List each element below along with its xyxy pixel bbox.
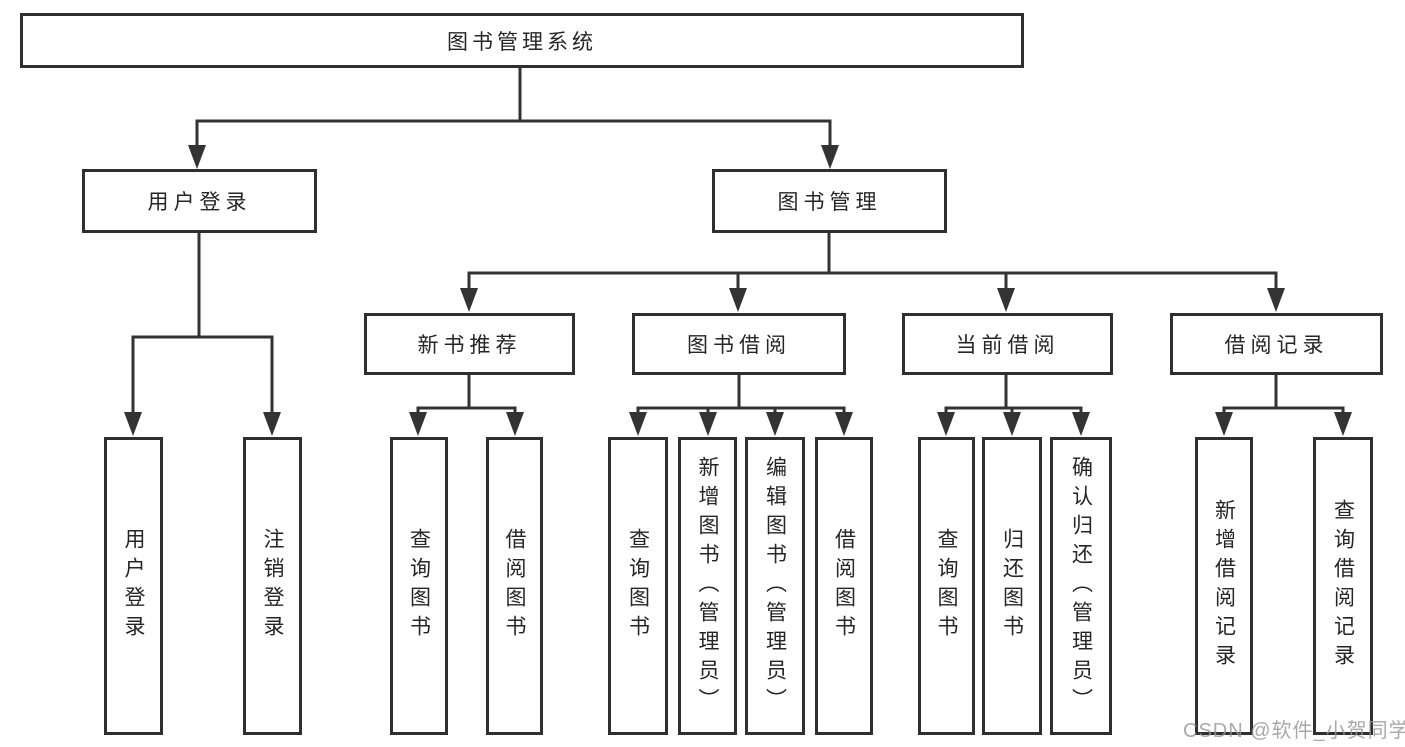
leaf-add-book-admin: 新增图书（管理员） <box>678 437 737 735</box>
leaf-borrow-books-borrowing: 借阅图书 <box>815 437 873 735</box>
leaf-return-book: 归还图书 <box>982 437 1042 735</box>
leaf-add-borrow-record: 新增借阅记录 <box>1195 437 1253 735</box>
leaf-user-login: 用户登录 <box>104 437 163 735</box>
leaf-edit-book-admin: 编辑图书（管理员） <box>745 437 805 735</box>
node-new-book-recommend: 新书推荐 <box>364 313 575 375</box>
node-current-borrowing: 当前借阅 <box>902 313 1113 375</box>
node-root-system: 图书管理系统 <box>20 13 1024 68</box>
leaf-logout: 注销登录 <box>243 437 302 735</box>
node-book-borrowing: 图书借阅 <box>632 313 846 375</box>
node-book-management: 图书管理 <box>712 169 947 233</box>
leaf-borrow-books-recommend: 借阅图书 <box>486 437 543 735</box>
node-user-login: 用户登录 <box>82 169 317 233</box>
leaf-query-books-recommend: 查询图书 <box>390 437 448 735</box>
watermark: CSDN @软件_小贺同学 <box>1183 720 1405 742</box>
node-borrowing-records: 借阅记录 <box>1170 313 1383 375</box>
leaf-query-books-current: 查询图书 <box>918 437 975 735</box>
leaf-query-books-borrowing: 查询图书 <box>608 437 668 735</box>
leaf-confirm-return-admin: 确认归还（管理员） <box>1050 437 1112 735</box>
leaf-query-borrow-record: 查询借阅记录 <box>1313 437 1373 735</box>
